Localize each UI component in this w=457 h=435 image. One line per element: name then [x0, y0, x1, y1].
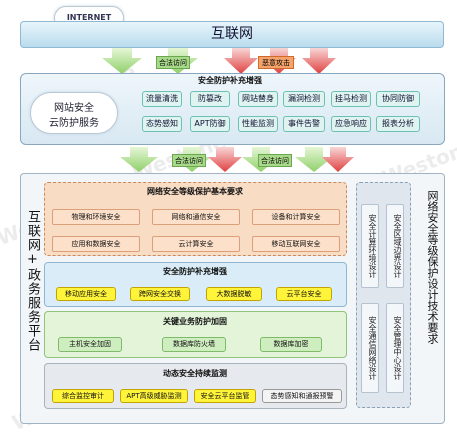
requirement-item: 云计算安全: [152, 236, 240, 252]
enhance-item: 移动应用安全: [56, 287, 116, 301]
legal-access-label: 合法访问: [258, 154, 292, 167]
legal-access-label: 合法访问: [156, 56, 190, 69]
malicious-attack-label: 恶意攻击: [258, 56, 294, 69]
requirement-item: 设备和计算安全: [252, 209, 340, 225]
enhance-item: 云平台安全: [276, 287, 332, 301]
service-badge: 态势感知: [142, 116, 182, 132]
internet-banner: 互联网: [20, 21, 444, 48]
key-item: 主机安全加固: [58, 337, 122, 352]
service-badge: 漏洞检测: [283, 91, 325, 107]
security-enhance-title: 安全防护补充增强: [198, 76, 262, 85]
requirement-item: 物理和环境安全: [52, 209, 140, 225]
green-arrow: [102, 48, 142, 74]
green-arrow: [120, 147, 158, 172]
design-item: 安全区域边界设计: [386, 204, 404, 288]
service-badge: 协同防御: [376, 91, 420, 107]
service-badge: 流量清洗: [142, 91, 182, 107]
requirement-item: 移动互联网安全: [252, 236, 340, 252]
service-badge: 事件告警: [283, 116, 325, 132]
basic-requirements-title: 网络安全等级保护基本要求: [147, 187, 243, 196]
key-business-title: 关键业务防护加固: [163, 317, 227, 326]
service-badge: 应急响应: [331, 116, 371, 132]
service-badge: APT防御: [190, 116, 230, 132]
service-badge: 性能监测: [238, 116, 278, 132]
design-item: 安全管理中心设计: [386, 303, 404, 393]
red-arrow: [208, 147, 242, 172]
platform-side-title: 互联网+政务服务平台: [25, 210, 40, 352]
key-item: 数据库加密: [260, 337, 322, 352]
design-item: 安全通信网络设计: [361, 303, 379, 393]
internet-label: INTERNET: [66, 13, 112, 22]
enhance-item: 跨网安全交换: [130, 287, 190, 301]
legal-access-label: 合法访问: [172, 154, 206, 167]
service-badge: 挂马检测: [331, 91, 371, 107]
cloud-service-label: 网站安全 云防护服务: [49, 103, 99, 129]
green-arrow: [295, 147, 333, 172]
monitor-item: 态势感知和通报预警: [262, 389, 342, 403]
monitor-item: 安全云平台监管: [194, 389, 256, 403]
red-arrow: [302, 48, 336, 74]
design-item: 安全计算环境设计: [361, 204, 379, 288]
key-item: 数据库防火墙: [162, 337, 226, 352]
enhance-title: 安全防护补充增强: [163, 267, 227, 276]
service-badge: 报表分析: [376, 116, 420, 132]
monitor-item: APT高级威胁监测: [120, 389, 188, 403]
red-arrow: [322, 147, 354, 172]
requirement-item: 网络和通信安全: [152, 209, 240, 225]
design-side-title: 网络安全等级保护设计技术要求: [426, 190, 439, 344]
enhance-item: 大数据脱敏: [206, 287, 262, 301]
web-security-cloud: 网站安全 云防护服务: [30, 92, 118, 134]
monitor-item: 综合监控审计: [52, 389, 114, 403]
requirement-item: 应用和数据安全: [52, 236, 140, 252]
red-arrow: [224, 48, 258, 74]
service-badge: 网站替身: [238, 91, 278, 107]
dynamic-monitor-title: 动态安全持续监测: [163, 369, 227, 378]
service-badge: 防篡改: [190, 91, 230, 107]
